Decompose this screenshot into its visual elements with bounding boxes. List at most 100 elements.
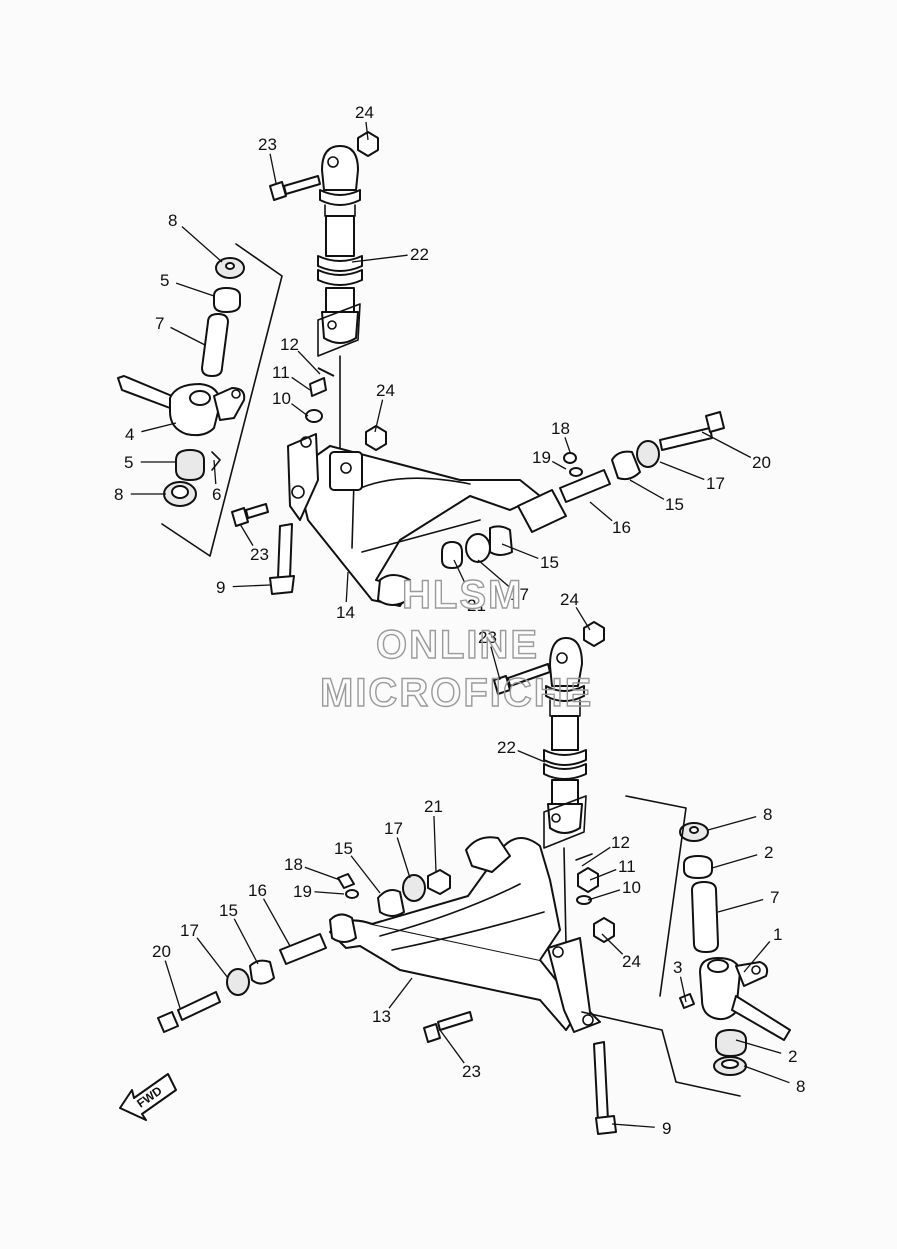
callout-number: 15 <box>219 901 238 920</box>
callout-number: 15 <box>334 839 353 858</box>
leader-line <box>196 937 229 979</box>
callout-c-23d: 23 <box>439 1029 481 1081</box>
leader-line <box>291 376 311 391</box>
callout-number: 21 <box>467 596 486 615</box>
callout-number: 19 <box>293 882 312 901</box>
callout-number: 1 <box>773 925 782 944</box>
upper-steering-knuckle <box>117 375 246 437</box>
callout-c-17b: 17 <box>477 559 529 604</box>
callout-number: 8 <box>168 211 177 230</box>
fwd-arrow-icon: FWD <box>119 1073 177 1121</box>
leader-line <box>629 479 665 500</box>
callout-number: 9 <box>662 1119 671 1138</box>
leader-line <box>589 868 617 881</box>
leader-line <box>601 933 624 955</box>
watermark-line-1: HLSM <box>402 573 523 617</box>
callout-c-21b: 21 <box>424 797 443 873</box>
callout-number: 6 <box>212 485 221 504</box>
lower-pivot-parts <box>157 853 617 1135</box>
callout-c-16a: 16 <box>589 501 631 537</box>
lower-knuckle-bushes <box>581 795 741 1097</box>
upper-shock-absorber <box>317 145 363 451</box>
callout-number: 2 <box>788 1047 797 1066</box>
callout-number: 5 <box>124 453 133 472</box>
callout-c-24c: 24 <box>560 590 591 631</box>
leader-line <box>735 1039 782 1054</box>
callout-number: 18 <box>551 419 570 438</box>
callout-c-5a: 5 <box>160 271 215 297</box>
leader-line <box>374 399 384 433</box>
lower-a-arm <box>329 836 601 1033</box>
callout-number: 21 <box>424 797 443 816</box>
watermark: HLSM HLSM ONLINE MICROFICHE <box>319 572 593 715</box>
leader-line <box>164 960 181 1009</box>
leader-line <box>213 459 217 485</box>
lower-steering-knuckle <box>679 957 791 1076</box>
callout-c-8a: 8 <box>168 211 223 263</box>
callout-c-15b: 15 <box>501 543 559 572</box>
callout-number: 24 <box>560 590 579 609</box>
leader-line <box>717 898 764 913</box>
leader-line <box>181 226 223 263</box>
watermark-line-3: MICROFICHE <box>320 671 593 715</box>
callout-c-11a: 11 <box>272 363 311 391</box>
callout-number: 17 <box>384 819 403 838</box>
callout-number: 4 <box>125 425 134 444</box>
callout-c-24a: 24 <box>355 103 374 141</box>
callout-c-23b: 23 <box>239 523 269 564</box>
callout-c-10a: 10 <box>272 389 309 417</box>
callout-number: 24 <box>622 952 641 971</box>
leader-line <box>396 837 411 879</box>
callout-c-22a: 22 <box>351 245 429 264</box>
leader-line <box>141 422 177 433</box>
leader-line <box>679 976 687 1003</box>
callout-number: 2 <box>764 843 773 862</box>
callout-c-12a: 12 <box>280 335 321 375</box>
callout-number: 8 <box>763 805 772 824</box>
callout-c-14: 14 <box>336 571 355 622</box>
leader-line <box>350 855 381 894</box>
callout-c-23c: 23 <box>478 628 501 681</box>
callout-number: 12 <box>280 335 299 354</box>
upper-a-arm <box>287 433 541 607</box>
callout-c-2a: 2 <box>711 843 773 869</box>
leader-line <box>304 866 341 881</box>
callout-c-17a: 17 <box>659 461 725 493</box>
callout-c-20a: 20 <box>701 431 771 472</box>
watermark-line-1-fill: HLSM <box>402 573 523 617</box>
callout-c-16b: 16 <box>248 881 291 947</box>
leader-line <box>297 350 321 375</box>
leader-line <box>345 571 349 603</box>
leader-line <box>611 1123 655 1128</box>
callout-c-7a: 7 <box>155 314 206 346</box>
callout-c-24d: 24 <box>601 933 641 971</box>
leader-line <box>365 121 369 141</box>
callout-number: 9 <box>216 578 225 597</box>
callout-number: 15 <box>540 553 559 572</box>
leader-line <box>433 815 437 873</box>
leader-line <box>587 889 621 901</box>
leader-line <box>701 431 752 459</box>
callout-c-17c: 17 <box>384 819 411 879</box>
callout-number: 20 <box>752 453 771 472</box>
callout-number: 10 <box>622 878 641 897</box>
callout-c-19b: 19 <box>293 882 345 901</box>
leader-line <box>291 403 309 417</box>
leader-line <box>314 891 345 895</box>
callout-number: 18 <box>284 855 303 874</box>
callout-number: 16 <box>612 518 631 537</box>
callout-c-18a: 18 <box>551 419 571 453</box>
callout-number: 3 <box>673 958 682 977</box>
callout-number: 23 <box>250 545 269 564</box>
callout-number: 23 <box>478 628 497 647</box>
callout-c-6: 6 <box>212 459 221 504</box>
leader-line <box>453 559 472 597</box>
leader-line <box>707 815 757 831</box>
leader-line <box>175 282 215 297</box>
callout-number: 24 <box>355 103 374 122</box>
leader-line <box>439 1029 465 1064</box>
callout-c-11b: 11 <box>589 857 636 881</box>
